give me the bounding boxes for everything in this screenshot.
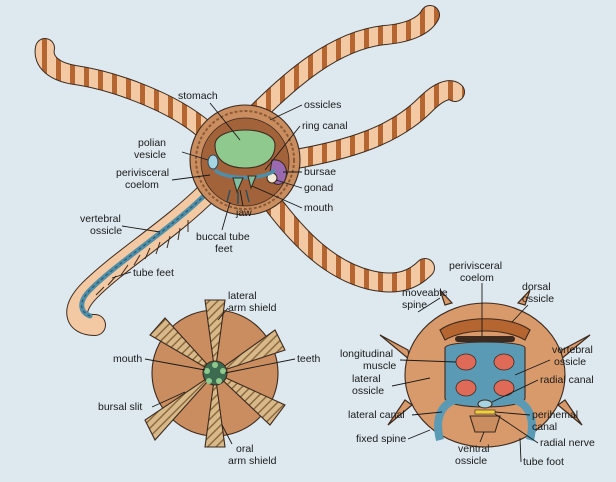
label-bursal-slit: bursal slit [98,401,142,413]
oral-arms [144,299,286,448]
arm-upper-right [245,5,440,125]
label-fixed-spine: fixed spine [356,433,406,445]
disc-ossicle-ring [195,110,295,210]
label-radial-canal: radial canal [540,374,594,386]
label-mouth-top: mouth [304,202,333,214]
label-perivisceral-coelom-section: perivisceral coelom [449,260,505,284]
arm-cross-section-figure [379,289,591,448]
arm-lower-left-cutaway [66,179,221,336]
arm-right [280,80,465,170]
radial-canal [477,399,493,409]
dorsal-ossicle [439,318,531,341]
label-vertebral-ossicle-top: vertebral ossicle [80,213,124,237]
oral-view-figure [144,299,286,448]
jaw [232,175,257,194]
polian-vesicle [207,154,219,170]
stomach [214,129,276,169]
label-perihemal-canal: perihemal canal [532,409,581,433]
tube-feet-fringe [95,220,189,296]
label-ventral-ossicle: ventral ossicle [455,443,492,467]
label-gonad: gonad [304,182,333,194]
label-oral-arm-shield: oral arm shield [228,443,277,467]
arm-upper-left [34,38,215,140]
label-lateral-canal: lateral canal [348,409,405,421]
oral-mouth-teeth [202,360,228,386]
label-vertebral-ossicle-section: vertebral ossicle [552,344,596,368]
label-polian-vesicle: polian vesicle [134,137,169,161]
label-tube-foot: tube foot [523,456,564,468]
label-jaw: jaw [235,207,252,219]
label-longitudinal-muscle: longitudinal muscle [340,348,396,372]
perivisceral-coelom-slit [455,336,515,342]
label-lateral-arm-shield: lateral arm shield [228,290,277,314]
vertebral-ossicle [444,341,526,408]
arm-lower-right [260,190,435,293]
label-tube-feet-top: tube feet [133,267,174,279]
label-teeth: teeth [297,353,321,365]
label-buccal-tube-feet: buccal tube feet [196,231,253,255]
section-spines [379,289,591,426]
radial-nerve [474,409,496,415]
label-ring-canal: ring canal [302,120,348,132]
lateral-canal-right [513,396,536,441]
buccal-tube-feet [226,189,250,204]
labels: stomach ossicles ring canal polian vesic… [80,90,596,468]
longitudinal-muscles [455,353,515,397]
label-mouth-oral: mouth [113,353,142,365]
ring-canal [213,168,277,180]
label-moveable-spine: moveable spine [402,287,450,311]
lateral-canal [434,396,457,441]
brittle-star-figure [34,5,465,336]
ventral-ossicle [469,415,501,433]
label-perivisceral-coelom-top: perivisceral coelom [116,167,172,191]
label-lateral-ossicle: lateral ossicle [352,373,384,397]
label-radial-nerve: radial nerve [540,437,595,449]
label-dorsal-ossicle: dorsal ossicle [522,281,554,305]
label-bursae: bursae [304,166,336,178]
label-stomach: stomach [178,90,218,102]
label-ossicles: ossicles [304,99,341,111]
